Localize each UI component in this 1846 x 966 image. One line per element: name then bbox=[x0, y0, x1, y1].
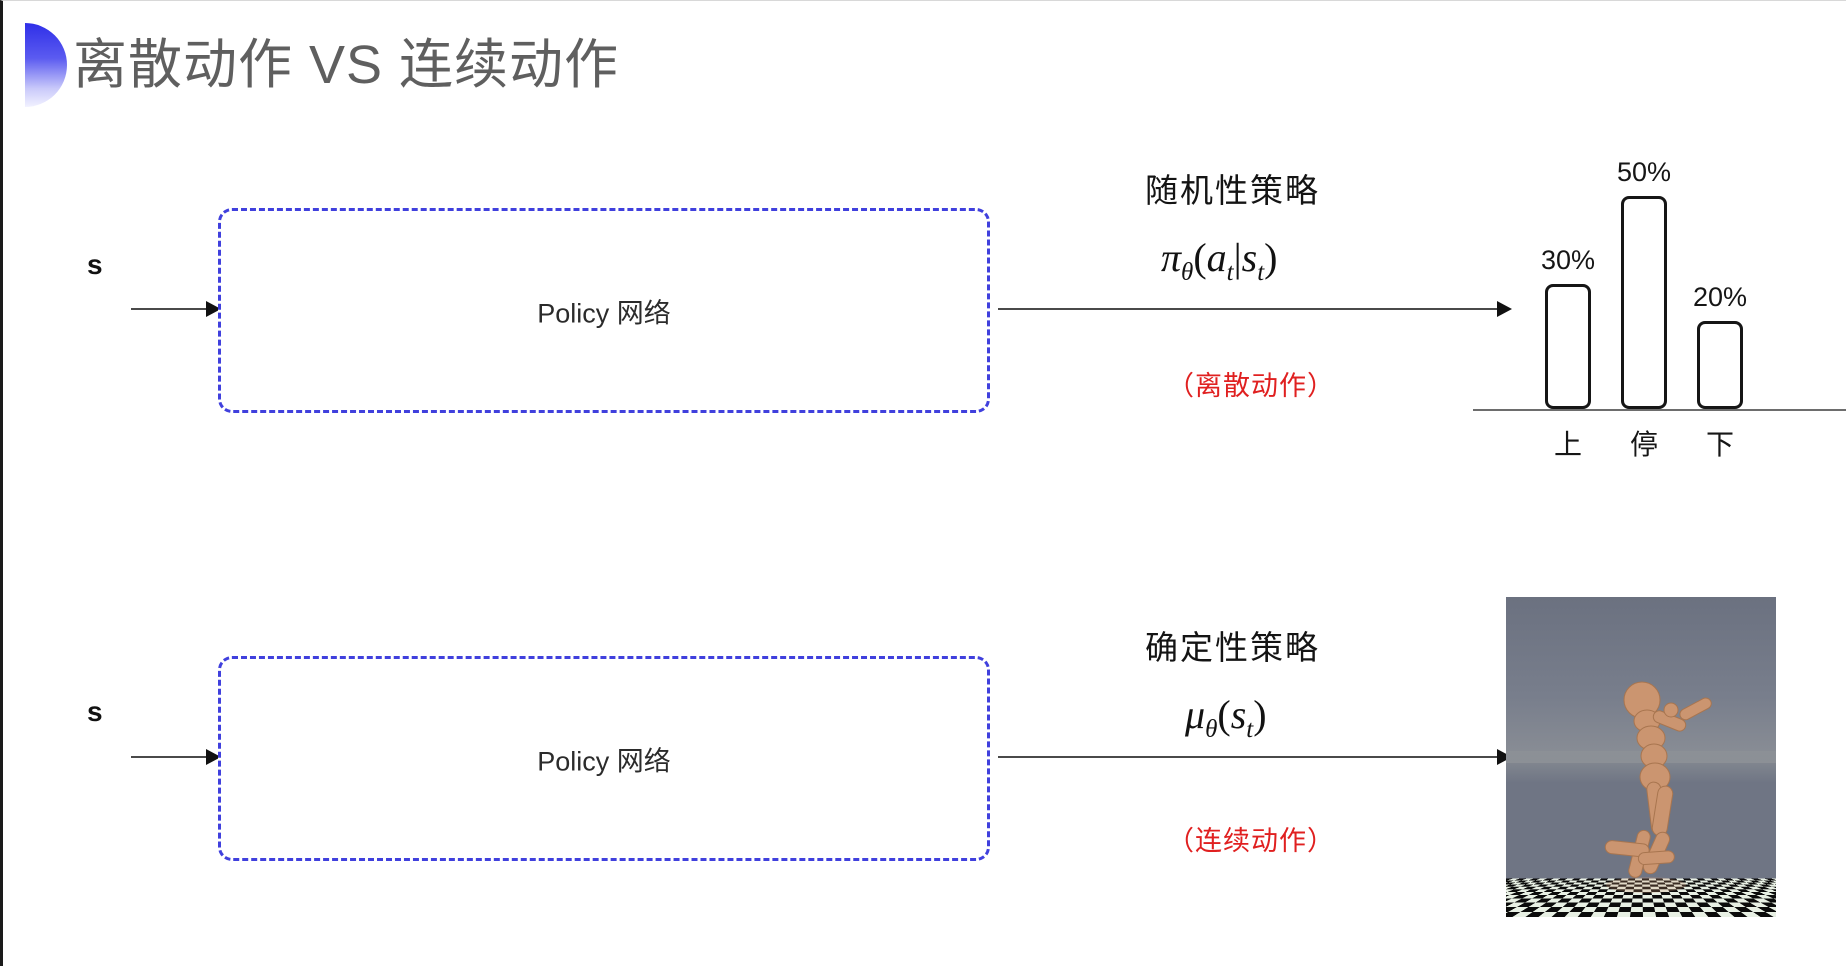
bar-0 bbox=[1545, 284, 1591, 409]
policy-formula-row1: πθ(at|st) bbox=[1161, 235, 1278, 286]
bar-1 bbox=[1621, 196, 1667, 409]
bar-category-2: 下 bbox=[1705, 429, 1735, 460]
chart-x-axis bbox=[1473, 409, 1846, 411]
policy-type-label-row2: 确定性策略 bbox=[1145, 629, 1320, 666]
bar-value-2: 20% bbox=[1692, 282, 1748, 312]
input-arrow-row1 bbox=[131, 308, 219, 310]
page-title: 离散动作 VS 连续动作 bbox=[73, 35, 620, 95]
discrete-action-bar-chart: 30% 上 50% 停 20% 下 bbox=[1473, 101, 1846, 461]
humanoid-simulation-image bbox=[1506, 597, 1776, 917]
input-arrow-row2 bbox=[131, 756, 219, 758]
output-arrow-row1 bbox=[998, 308, 1510, 310]
bar-value-1: 50% bbox=[1616, 157, 1672, 187]
output-arrow-row2 bbox=[998, 756, 1510, 758]
state-input-label-row1: s bbox=[87, 249, 103, 280]
title-decoration-blob bbox=[25, 23, 67, 107]
state-input-label-row2: s bbox=[87, 696, 103, 727]
policy-network-label-row2: Policy 网络 bbox=[537, 746, 671, 776]
policy-network-box-row2[interactable]: Policy 网络 bbox=[218, 656, 990, 861]
policy-type-label-row1: 随机性策略 bbox=[1145, 172, 1320, 209]
policy-network-box-row1[interactable]: Policy 网络 bbox=[218, 208, 990, 413]
bar-value-0: 30% bbox=[1540, 245, 1596, 275]
bar-2 bbox=[1697, 321, 1743, 409]
humanoid-figure-icon bbox=[1604, 681, 1712, 893]
action-note-row2: （连续动作） bbox=[1167, 826, 1335, 856]
policy-formula-row2: μθ(st) bbox=[1185, 692, 1267, 743]
bar-category-0: 上 bbox=[1553, 429, 1583, 460]
action-note-row1: （离散动作） bbox=[1167, 371, 1335, 401]
policy-network-label-row1: Policy 网络 bbox=[537, 298, 671, 328]
bar-category-1: 停 bbox=[1629, 429, 1659, 460]
